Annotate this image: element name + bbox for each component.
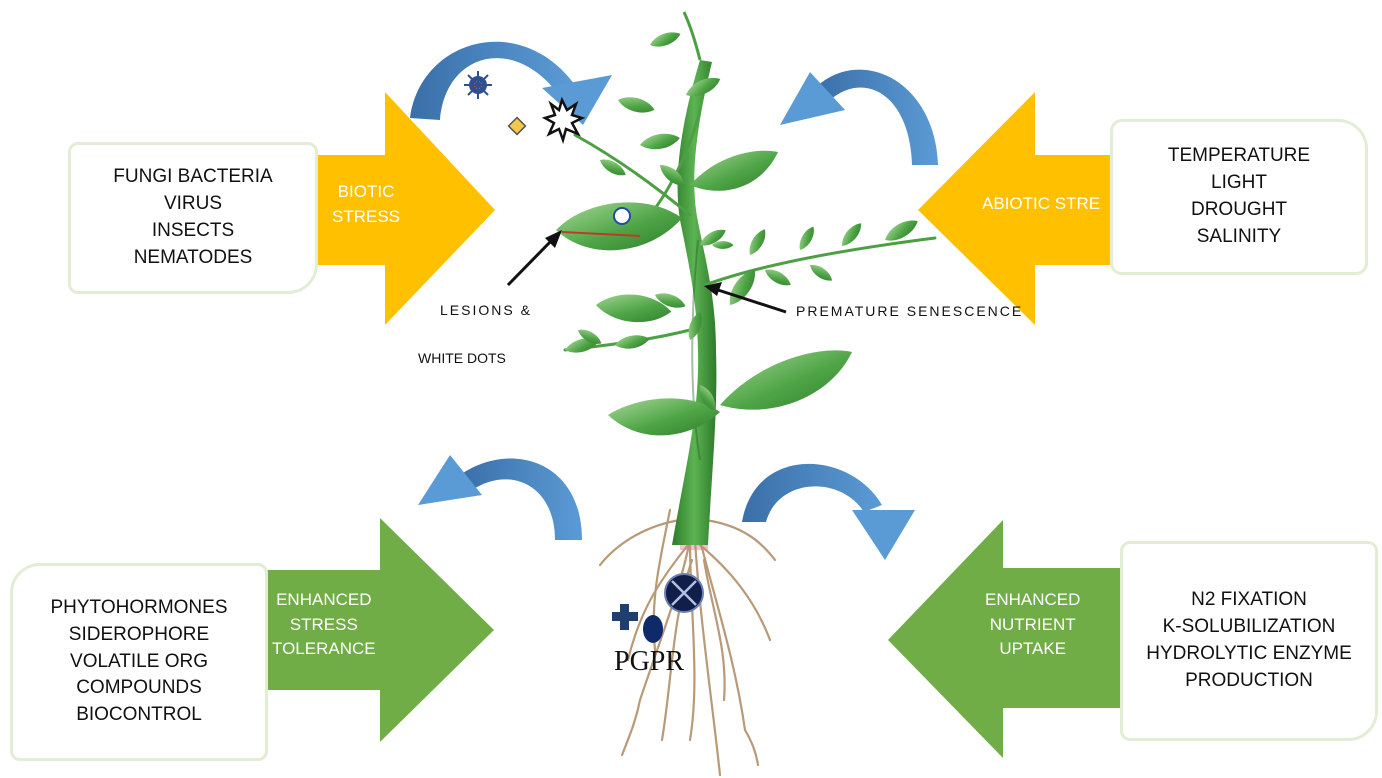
stress-tolerance-source-line: PHYTOHORMONES [50,596,228,618]
curved-arrow-stress-tolerance [418,455,582,540]
pgpr-plus-icon [612,604,638,630]
pathogen-burst-icon [541,96,586,145]
nutrient-label-line: NUTRIENT [989,614,1076,634]
biotic-label-line: STRESS [332,206,401,226]
abiotic-sources-box: TEMPERATURE LIGHT DROUGHT SALINITY [1110,119,1368,275]
biotic-stress-arrow [300,92,495,325]
abiotic-source-line: LIGHT [1211,172,1267,194]
pathogen-virus-icon [464,71,492,99]
lesions-label: LESIONS & [440,302,532,318]
stress-tolerance-source-line: COMPOUNDS [76,677,202,699]
white-dot-marker [613,207,631,225]
abiotic-source-line: TEMPERATURE [1167,145,1311,167]
white-dots-label: WHITE DOTS [418,350,506,366]
stress-tolerance-sources-box: PHYTOHORMONES SIDEROPHORE VOLATILE ORG C… [10,563,268,761]
stress-tolerance-label-line: ENHANCED [276,590,372,609]
biotic-source-line: NEMATODES [133,246,253,268]
stress-tolerance-label: ENHANCED STRESS TOLERANCE [272,588,376,662]
nutrient-source-line: K-SOLUBILIZATION [1162,616,1336,638]
pgpr-oval-icon [643,615,663,643]
nutrient-source-line: PRODUCTION [1185,669,1313,691]
stress-tolerance-source-line: VOLATILE ORG [70,650,208,672]
stress-tolerance-label-line: TOLERANCE [272,639,376,659]
abiotic-source-line: DROUGHT [1190,199,1288,220]
nutrient-sources-box: N2 FIXATION K-SOLUBILIZATION HYDROLYTIC … [1120,541,1378,741]
enhanced-nutrient-uptake-arrow [888,520,1128,758]
pgpr-bacterium-cross-icon [664,573,704,613]
nutrient-source-line: HYDROLYTIC ENZYME [1146,643,1352,664]
nutrient-label-line: ENHANCED [985,590,1081,609]
pgpr-label: PGPR [614,646,685,677]
biotic-stress-label: BIOTIC STRESS [332,180,400,229]
lesion-callout-arrow [506,230,562,287]
senescence-callout-arrow [704,282,787,314]
curved-arrow-nutrient [742,463,915,560]
biotic-source-line: FUNGI BACTERIA [113,166,273,188]
premature-senescence-label: PREMATURE SENESCENCE [796,303,1024,319]
biotic-label-line: BIOTIC [337,182,395,201]
lesion-mark [561,231,641,237]
biotic-source-line: INSECTS [151,220,235,241]
biotic-source-line: VIRUS [163,193,223,215]
plant-leaves [556,28,922,436]
nutrient-source-line: N2 FIXATION [1191,589,1307,611]
abiotic-source-line: SALINITY [1196,225,1282,247]
nutrient-label-line: UPTAKE [999,639,1067,659]
biotic-sources-box: FUNGI BACTERIA VIRUS INSECTS NEMATODES [68,142,318,294]
stress-tolerance-source-line: BIOCONTROL [76,704,202,726]
stress-tolerance-label-line: STRESS [289,614,358,634]
enhanced-stress-tolerance-arrow [258,518,494,742]
curved-arrow-abiotic [780,69,938,165]
nutrient-uptake-label: ENHANCED NUTRIENT UPTAKE [985,588,1080,662]
pathogen-diamond-icon [507,116,527,136]
abiotic-stress-label: ABIOTIC STRE [982,192,1100,217]
abiotic-stress-arrow [918,92,1120,325]
abiotic-label-line: ABIOTIC STRE [982,194,1101,213]
stress-tolerance-source-line: SIDEROPHORE [68,623,210,645]
curved-arrow-biotic [410,41,612,125]
